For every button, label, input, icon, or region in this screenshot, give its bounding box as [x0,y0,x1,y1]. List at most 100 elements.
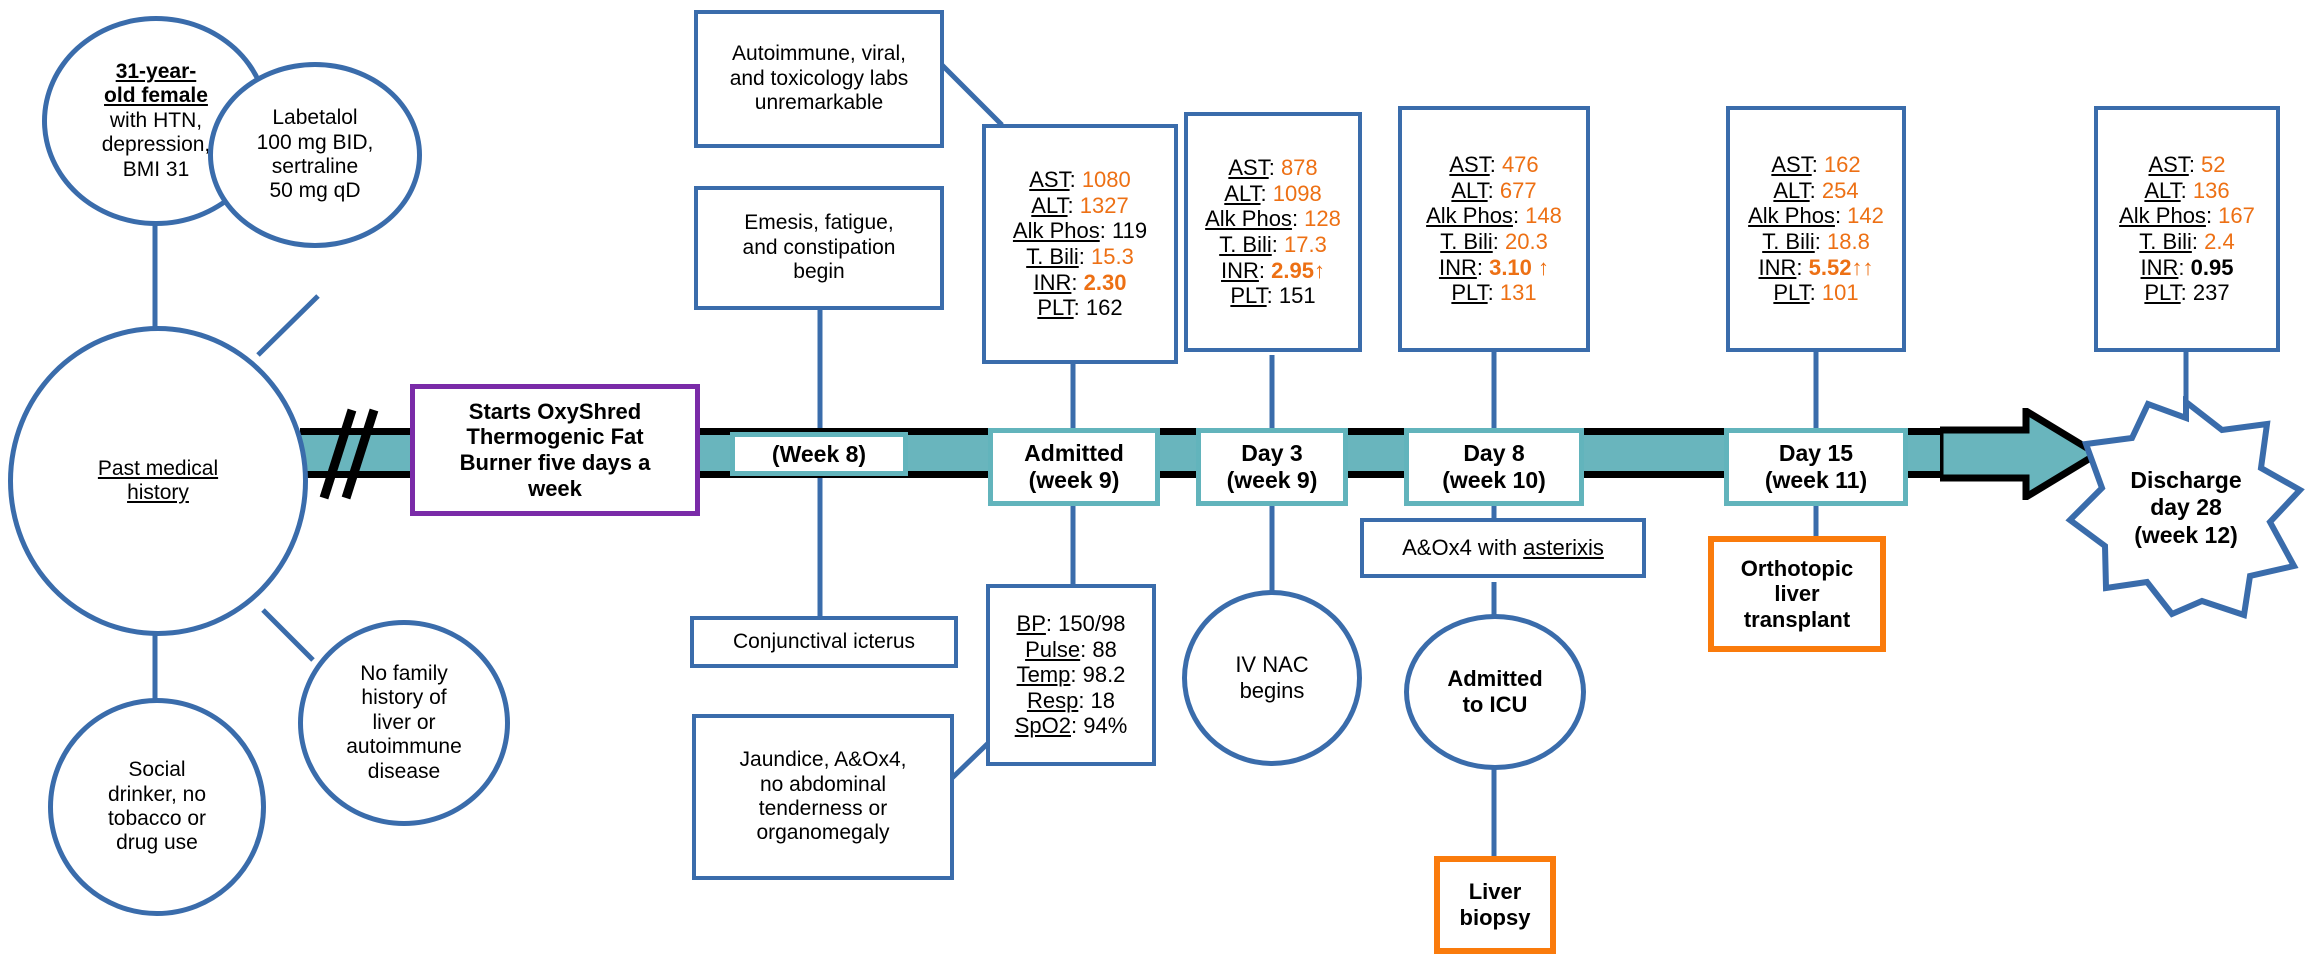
workup-line3: unremarkable [754,91,884,115]
lab-value: 162 [1823,152,1861,178]
lab-key: PLT [1773,280,1810,306]
timeline-node-day8-line1: Day 8 [1463,440,1525,467]
transplant-line3: transplant [1743,606,1851,632]
lab-separator: : [1073,295,1086,321]
timeline-node-day8-line2: (week 10) [1442,467,1546,493]
lab-separator: : [1069,167,1082,193]
lab-key: T. Bili [2139,229,2192,254]
lab-separator: : [2188,152,2202,178]
lab-row: ALT: 1327 [986,193,1174,219]
meds-line2: 100 mg BID, [256,130,374,154]
lab-separator: : [1266,283,1279,309]
discharge-star[interactable]: Discharge day 28 (week 12) [2062,396,2310,620]
lab-row: AST: 476 [1402,152,1586,178]
lab-separator: : [1080,636,1093,662]
lab-value: 136 [2192,177,2230,203]
social-line1: Social [128,758,186,782]
lab-value: 150/98 [1058,611,1126,637]
lab-value: 237 [2192,280,2230,306]
patient-age-line1: 31-year- [115,60,197,84]
lab-row: AST: 52 [2098,152,2276,178]
lab-value: 254 [1821,177,1859,203]
lab-row: PLT: 237 [2098,280,2276,306]
lab-value: 101 [1821,280,1859,306]
lab-key: AST [1771,152,1812,178]
lab-key: AST [2148,152,2189,178]
timeline-node-day3[interactable]: Day 3 (week 9) [1196,428,1348,506]
lab-value: 167 [2218,203,2255,229]
workup-line2: and toxicology labs [729,66,909,90]
transplant-line2: liver [1774,581,1820,607]
nac-line1: IV NAC [1235,652,1309,678]
icu-line2: to ICU [1462,692,1528,717]
lab-value: 3.10 [1489,254,1532,280]
lab-row: AST: 1080 [986,167,1174,193]
patient-hx-line2: depression, [101,133,211,157]
lab-key: Alk Phos [1012,218,1100,244]
lab-separator: : [1811,152,1824,178]
liver-transplant-box[interactable]: Orthotopic liver transplant [1708,536,1886,652]
lab-row: Alk Phos: 148 [1402,203,1586,229]
lab-key: SpO2 [1014,713,1071,739]
icu-admission-circle: Admitted to ICU [1404,614,1586,770]
famhx-line5: disease [367,759,441,783]
lab-row: ALT: 677 [1402,178,1586,204]
famhx-line4: autoimmune [346,735,462,759]
timeline-node-day8[interactable]: Day 8 (week 10) [1404,428,1584,506]
lab-row: INR: 0.95 [2098,255,2276,281]
lab-separator: : [1045,611,1059,637]
lab-value: 131 [1499,280,1537,306]
lab-key: PLT [2144,280,2181,306]
lab-key: AST [1029,167,1070,193]
lab-row: Alk Phos: 128 [1188,206,1358,232]
lab-value: 88 [1092,636,1117,662]
pmh-line1: Past medical [97,456,219,480]
lab-row: Alk Phos: 142 [1730,203,1902,229]
patient-age-line2: old female [104,84,208,108]
timeline-arrowhead [1940,408,2100,500]
supplement-line3: Burner five days a [459,450,651,475]
lab-value: 128 [1304,206,1341,232]
lab-key: AST [1449,152,1490,178]
exam-line3: tenderness or [758,797,888,820]
lab-key: INR [1758,254,1797,280]
biopsy-line1: Liver [1468,879,1522,905]
timeline-node-day15[interactable]: Day 15 (week 11) [1724,428,1908,506]
lab-key: Alk Phos [2119,203,2206,229]
lab-row: INR: 5.52↑↑ [1730,255,1902,281]
lab-row: INR: 2.30 [986,270,1174,296]
supplement-start-box[interactable]: Starts OxyShred Thermogenic Fat Burner f… [410,384,700,516]
lab-separator: : [1809,280,1822,306]
lab-row: PLT: 131 [1402,280,1586,306]
lab-separator: : [2205,203,2219,229]
lab-value: 0.95 [2190,254,2234,280]
lab-row: INR: 3.10 ↑ [1402,255,1586,281]
lab-value: 148 [1525,203,1562,229]
timeline-node-week8[interactable]: (Week 8) [730,432,908,476]
lab-value: 5.52 [1808,254,1852,280]
lab-separator: : [1071,269,1084,295]
patient-hx-line1: with HTN, [109,108,203,132]
past-medical-history-circle: Past medical history [8,326,308,636]
lab-separator: : [1070,713,1084,739]
lab-separator: : [1814,229,1827,254]
lab-separator: : [2178,254,2191,280]
supplement-line1: Starts OxyShred [468,398,642,424]
famhx-line2: history of [361,686,447,710]
lab-separator: : [1067,192,1080,218]
lab-key: Resp [1026,687,1079,713]
liver-biopsy-box[interactable]: Liver biopsy [1434,856,1556,954]
social-line3: tobacco or [107,807,207,830]
lab-key: AST [1228,155,1269,181]
social-line2: drinker, no [107,782,207,806]
lab-key: ALT [1451,177,1488,203]
timeline-break-marks [319,408,379,500]
lab-separator: : [1268,155,1281,181]
timeline-node-admitted[interactable]: Admitted (week 9) [988,428,1160,506]
lab-row: Temp: 98.2 [990,662,1152,688]
